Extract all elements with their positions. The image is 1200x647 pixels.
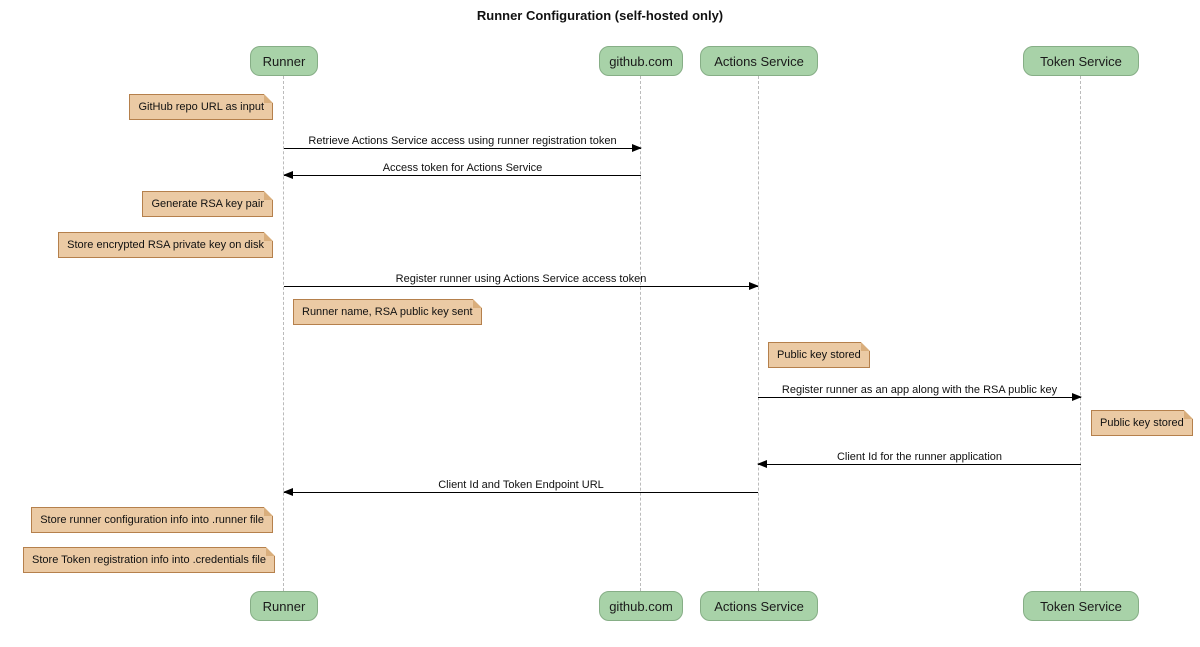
note-public-key-stored-actions: Public key stored xyxy=(768,342,870,368)
message-label: Client Id and Token Endpoint URL xyxy=(438,479,604,491)
lifeline-token-service xyxy=(1080,76,1081,591)
lifeline-github xyxy=(640,76,641,591)
lifeline-runner xyxy=(283,76,284,591)
note-github-repo-url: GitHub repo URL as input xyxy=(129,94,273,120)
participant-token-service-bottom: Token Service xyxy=(1023,591,1139,621)
arrowhead-left-icon xyxy=(283,488,293,496)
participant-runner-bottom: Runner xyxy=(250,591,318,621)
message-label: Retrieve Actions Service access using ru… xyxy=(308,135,617,147)
diagram-title: Runner Configuration (self-hosted only) xyxy=(476,8,724,23)
note-runner-name-sent: Runner name, RSA public key sent xyxy=(293,299,482,325)
arrowhead-right-icon xyxy=(1072,393,1082,401)
participant-actions-service-bottom: Actions Service xyxy=(700,591,818,621)
lifeline-actions-service xyxy=(758,76,759,591)
arrowhead-right-icon xyxy=(749,282,759,290)
participant-runner-top: Runner xyxy=(250,46,318,76)
participant-github-bottom: github.com xyxy=(599,591,683,621)
participant-github-top: github.com xyxy=(599,46,683,76)
note-generate-rsa-key: Generate RSA key pair xyxy=(142,191,273,217)
note-public-key-stored-token: Public key stored xyxy=(1091,410,1193,436)
message-label: Access token for Actions Service xyxy=(382,162,543,174)
message-register-runner: Register runner using Actions Service ac… xyxy=(284,273,759,290)
arrowhead-left-icon xyxy=(283,171,293,179)
participant-token-service-top: Token Service xyxy=(1023,46,1139,76)
note-store-private-key: Store encrypted RSA private key on disk xyxy=(58,232,273,258)
message-label: Register runner as an app along with the… xyxy=(781,384,1058,396)
message-register-runner-as-app: Register runner as an app along with the… xyxy=(758,384,1082,401)
arrowhead-right-icon xyxy=(632,144,642,152)
message-label: Register runner using Actions Service ac… xyxy=(395,273,647,285)
message-client-id-returned: Client Id for the runner application xyxy=(757,451,1081,468)
participant-actions-service-top: Actions Service xyxy=(700,46,818,76)
message-client-id-endpoint: Client Id and Token Endpoint URL xyxy=(283,479,758,496)
note-store-credentials-file: Store Token registration info into .cred… xyxy=(23,547,275,573)
arrowhead-left-icon xyxy=(757,460,767,468)
note-store-runner-file: Store runner configuration info into .ru… xyxy=(31,507,273,533)
message-access-token-returned: Access token for Actions Service xyxy=(283,162,641,179)
message-retrieve-actions-access: Retrieve Actions Service access using ru… xyxy=(284,135,642,152)
message-label: Client Id for the runner application xyxy=(836,451,1003,463)
